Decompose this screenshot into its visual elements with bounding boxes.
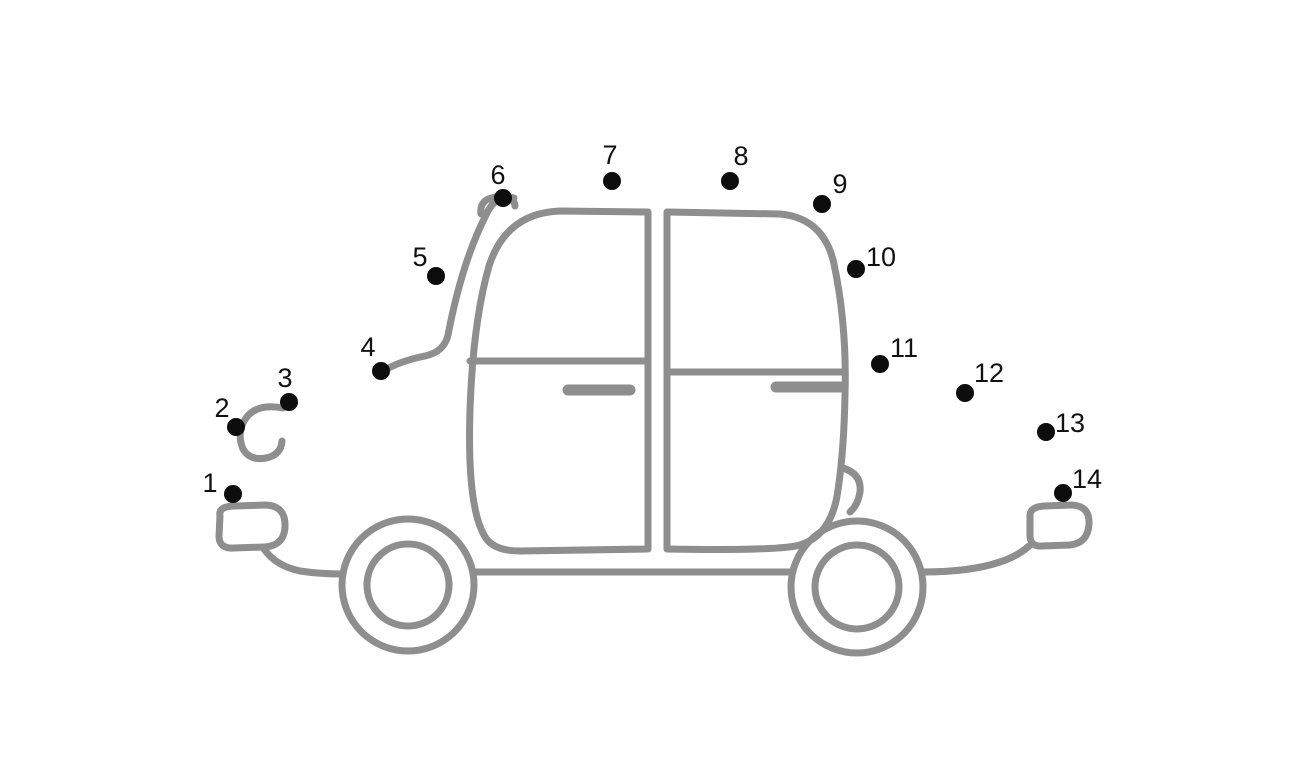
dot-label-12: 12 bbox=[974, 358, 1004, 388]
car-right-door bbox=[663, 208, 849, 553]
dot-13[interactable] bbox=[1037, 423, 1055, 441]
dot-3[interactable] bbox=[280, 393, 298, 411]
dot-label-2: 2 bbox=[214, 393, 229, 423]
car-rear-wheel-outer bbox=[787, 517, 927, 657]
dot-8[interactable] bbox=[721, 172, 739, 190]
car-outline-drawing bbox=[215, 193, 1093, 657]
dot-5[interactable] bbox=[427, 267, 445, 285]
dot-label-11: 11 bbox=[890, 333, 918, 363]
dot-1[interactable] bbox=[224, 485, 242, 503]
dot-2[interactable] bbox=[227, 418, 245, 436]
dot-7[interactable] bbox=[603, 172, 621, 190]
dot-label-9: 9 bbox=[832, 169, 847, 199]
dot-label-10: 10 bbox=[866, 242, 896, 272]
dot-6[interactable] bbox=[494, 189, 512, 207]
dot-14[interactable] bbox=[1054, 484, 1072, 502]
car-rocker-left bbox=[260, 545, 346, 578]
dot-label-6: 6 bbox=[490, 160, 505, 190]
dot-11[interactable] bbox=[871, 355, 889, 373]
dot-label-8: 8 bbox=[733, 141, 748, 171]
car-rocker-right bbox=[919, 542, 1033, 576]
dot-label-1: 1 bbox=[202, 468, 217, 498]
car-windshield-pillar bbox=[379, 193, 518, 375]
dot-label-4: 4 bbox=[360, 332, 375, 362]
dot-4[interactable] bbox=[372, 362, 390, 380]
car-left-bumper bbox=[215, 501, 289, 552]
dot-10[interactable] bbox=[847, 260, 865, 278]
dot-label-5: 5 bbox=[412, 242, 427, 272]
car-front-wheel-outer bbox=[338, 515, 478, 655]
car-rear-wheel-inner bbox=[811, 541, 903, 633]
car-right-bumper bbox=[1026, 501, 1093, 550]
car-front-wheel-inner bbox=[363, 540, 453, 630]
dot-label-7: 7 bbox=[602, 140, 617, 170]
dot-label-13: 13 bbox=[1055, 408, 1085, 438]
dot-label-14: 14 bbox=[1072, 464, 1102, 494]
car-rear-fender-line bbox=[839, 464, 864, 516]
dot-12[interactable] bbox=[956, 384, 974, 402]
car-left-door bbox=[466, 207, 652, 555]
dot-9[interactable] bbox=[813, 195, 831, 213]
car-front-loop bbox=[236, 403, 287, 463]
dot-label-3: 3 bbox=[277, 363, 292, 393]
